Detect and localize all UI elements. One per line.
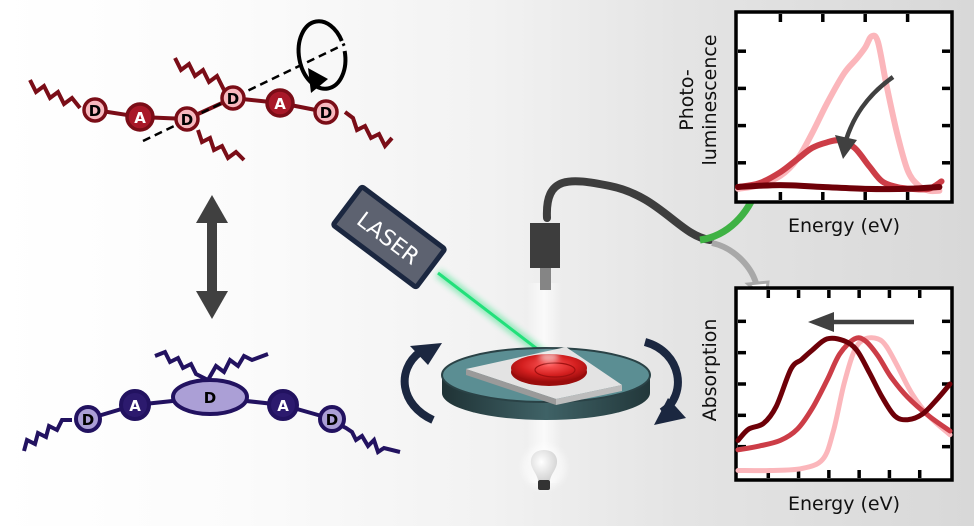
pl-xlabel: Energy (eV) bbox=[788, 215, 900, 237]
pl-chart: Energy (eV) Photo- luminescence bbox=[676, 10, 954, 237]
pl-trend-arrow-icon bbox=[835, 75, 895, 159]
unit-donor: D bbox=[82, 97, 108, 123]
side-chain bbox=[196, 129, 246, 162]
rotation-arrow-right-icon bbox=[643, 338, 686, 425]
pl-ticks bbox=[738, 14, 950, 200]
twist-axis bbox=[142, 42, 346, 143]
side-chain bbox=[343, 110, 394, 150]
abs-series bbox=[735, 335, 953, 474]
pl-plot-area bbox=[734, 10, 954, 204]
unit-donor: D bbox=[313, 99, 339, 125]
svg-text:A: A bbox=[277, 397, 289, 415]
svg-text:D: D bbox=[89, 102, 101, 120]
pl-series-state-3 bbox=[735, 182, 943, 193]
svg-text:A: A bbox=[134, 109, 146, 127]
unit-donor: D bbox=[318, 405, 346, 433]
abs-series-state-3 bbox=[735, 335, 953, 443]
rotation-arrow-left-icon bbox=[400, 343, 442, 424]
planar-polymer: D A D A D bbox=[22, 349, 401, 456]
svg-text:A: A bbox=[274, 95, 286, 113]
svg-text:D: D bbox=[320, 104, 332, 122]
svg-text:D: D bbox=[181, 111, 193, 129]
twisted-polymer: D A D D A D bbox=[28, 19, 394, 162]
pl-ylabel-line2: luminescence bbox=[699, 34, 721, 165]
svg-text:A: A bbox=[129, 397, 141, 415]
double-arrow-icon bbox=[196, 195, 228, 319]
side-chain bbox=[154, 349, 209, 382]
unit-donor: D bbox=[220, 85, 246, 111]
side-chain bbox=[22, 418, 72, 452]
svg-text:D: D bbox=[82, 411, 94, 429]
unit-acceptor: A bbox=[125, 102, 155, 132]
light-bulb-icon bbox=[522, 445, 566, 490]
abs-series-state-1 bbox=[735, 335, 953, 474]
unit-donor-central: D bbox=[171, 378, 249, 416]
abs-ticks bbox=[738, 290, 950, 478]
laser-device: LASER bbox=[331, 184, 447, 290]
unit-acceptor: A bbox=[267, 389, 299, 421]
svg-text:D: D bbox=[326, 411, 338, 429]
laser-beam bbox=[435, 269, 548, 359]
svg-text:D: D bbox=[227, 90, 239, 108]
side-chain bbox=[173, 57, 226, 91]
unit-donor: D bbox=[74, 405, 102, 433]
abs-trend-arrow-icon bbox=[808, 312, 914, 332]
optical-fiber bbox=[530, 177, 714, 290]
side-chain bbox=[206, 352, 269, 381]
absorption-chart: Energy (eV) Absorption bbox=[699, 286, 954, 515]
abs-ylabel: Absorption bbox=[699, 319, 721, 422]
unit-acceptor: A bbox=[119, 389, 151, 421]
pl-ylabel-line1: Photo- bbox=[676, 69, 698, 130]
unit-acceptor: A bbox=[265, 88, 295, 118]
unit-donor: D bbox=[174, 106, 200, 132]
side-chain bbox=[337, 422, 401, 456]
side-chain bbox=[28, 79, 82, 110]
abs-xlabel: Energy (eV) bbox=[788, 493, 900, 515]
rotation-arrow-icon bbox=[296, 19, 348, 93]
svg-text:D: D bbox=[204, 389, 216, 407]
polymer-film bbox=[511, 352, 587, 386]
